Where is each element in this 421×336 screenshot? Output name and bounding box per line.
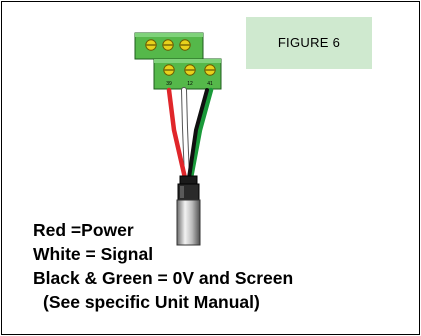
screw-terminal (163, 64, 175, 76)
wire-green (188, 87, 214, 181)
figure-label-box: FIGURE 6 (246, 17, 372, 69)
terminal-number-39: 39 (166, 81, 172, 87)
cable-connector (176, 199, 201, 246)
legend-white: White = Signal (33, 244, 154, 264)
terminal-block-lower: 39 12 41 (153, 58, 222, 90)
wire-red (166, 87, 188, 181)
screw-terminal (184, 64, 196, 76)
cable-sheath (177, 175, 200, 201)
legend-red: Red =Power (33, 220, 134, 240)
screw-terminal (162, 39, 174, 51)
wiring-legend: Red =Power White = Signal Black & Green … (33, 218, 293, 314)
screw-terminal (204, 64, 216, 76)
terminal-number-12: 12 (187, 81, 193, 87)
figure-label: FIGURE 6 (277, 35, 341, 50)
screw-terminal (179, 39, 191, 51)
terminal-number-41: 41 (207, 81, 213, 87)
terminal-block-upper (134, 32, 204, 60)
wire-black (187, 88, 209, 180)
legend-black-green: Black & Green = 0V and Screen (33, 268, 294, 288)
legend-note: (See specific Unit Manual) (43, 292, 260, 312)
wires (166, 87, 214, 181)
screw-terminal (145, 39, 157, 51)
